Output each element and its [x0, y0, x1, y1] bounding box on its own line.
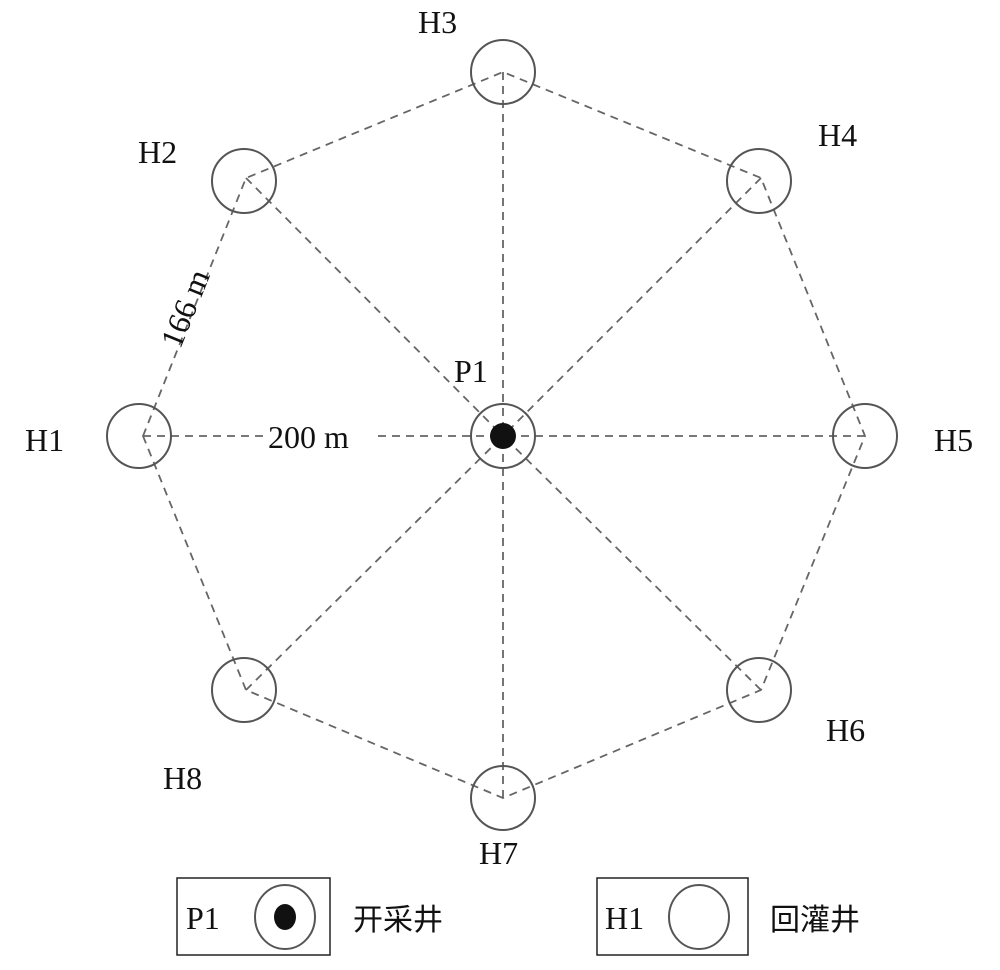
label-h4: H4: [818, 117, 857, 153]
label-h6: H6: [826, 712, 865, 748]
spoke-h8: [245, 435, 504, 691]
well-h5: [832, 403, 898, 469]
label-h1: H1: [25, 422, 64, 458]
radius-label: 200 m: [268, 419, 349, 455]
legend-injection-symbol-label: H1: [605, 900, 644, 936]
connection-lines: [142, 71, 866, 799]
edge-length-label: 166 m: [153, 264, 217, 353]
legend: P1 开采井 H1 回灌井: [176, 877, 860, 956]
well-h2: [211, 148, 277, 214]
label-h5: H5: [934, 422, 973, 458]
production-well-p1: [470, 403, 536, 469]
legend-injection-text: 回灌井: [770, 903, 860, 938]
label-h7: H7: [479, 835, 518, 871]
label-h3: H3: [418, 4, 457, 40]
label-p1: P1: [454, 353, 488, 389]
spoke-h6: [502, 435, 762, 691]
legend-box-injection: [596, 877, 749, 956]
legend-production-well: P1 开采井: [176, 877, 443, 956]
legend-injection-well: H1 回灌井: [596, 877, 860, 956]
well-h6: [726, 657, 792, 723]
legend-production-core-icon: [274, 904, 296, 930]
legend-injection-ring-icon: [668, 884, 730, 950]
well-h4: [726, 148, 792, 214]
well-h7: [470, 765, 536, 831]
well-p1-ring: [470, 403, 536, 469]
spoke-h2: [245, 177, 504, 437]
injection-wells: [106, 39, 898, 831]
well-p1-core: [490, 423, 516, 449]
well-h8: [211, 657, 277, 723]
legend-box-production: [176, 877, 331, 956]
legend-production-text: 开采井: [353, 903, 443, 938]
well-h1: [106, 403, 172, 469]
well-labels: H1 H2 H3 H4 H5 H6 H7 H8 P1: [25, 4, 973, 871]
label-h8: H8: [163, 760, 202, 796]
spoke-h4: [502, 177, 762, 437]
legend-production-ring-icon: [254, 884, 316, 950]
well-h3: [470, 39, 536, 105]
label-h2: H2: [138, 134, 177, 170]
legend-production-symbol-label: P1: [186, 900, 220, 936]
